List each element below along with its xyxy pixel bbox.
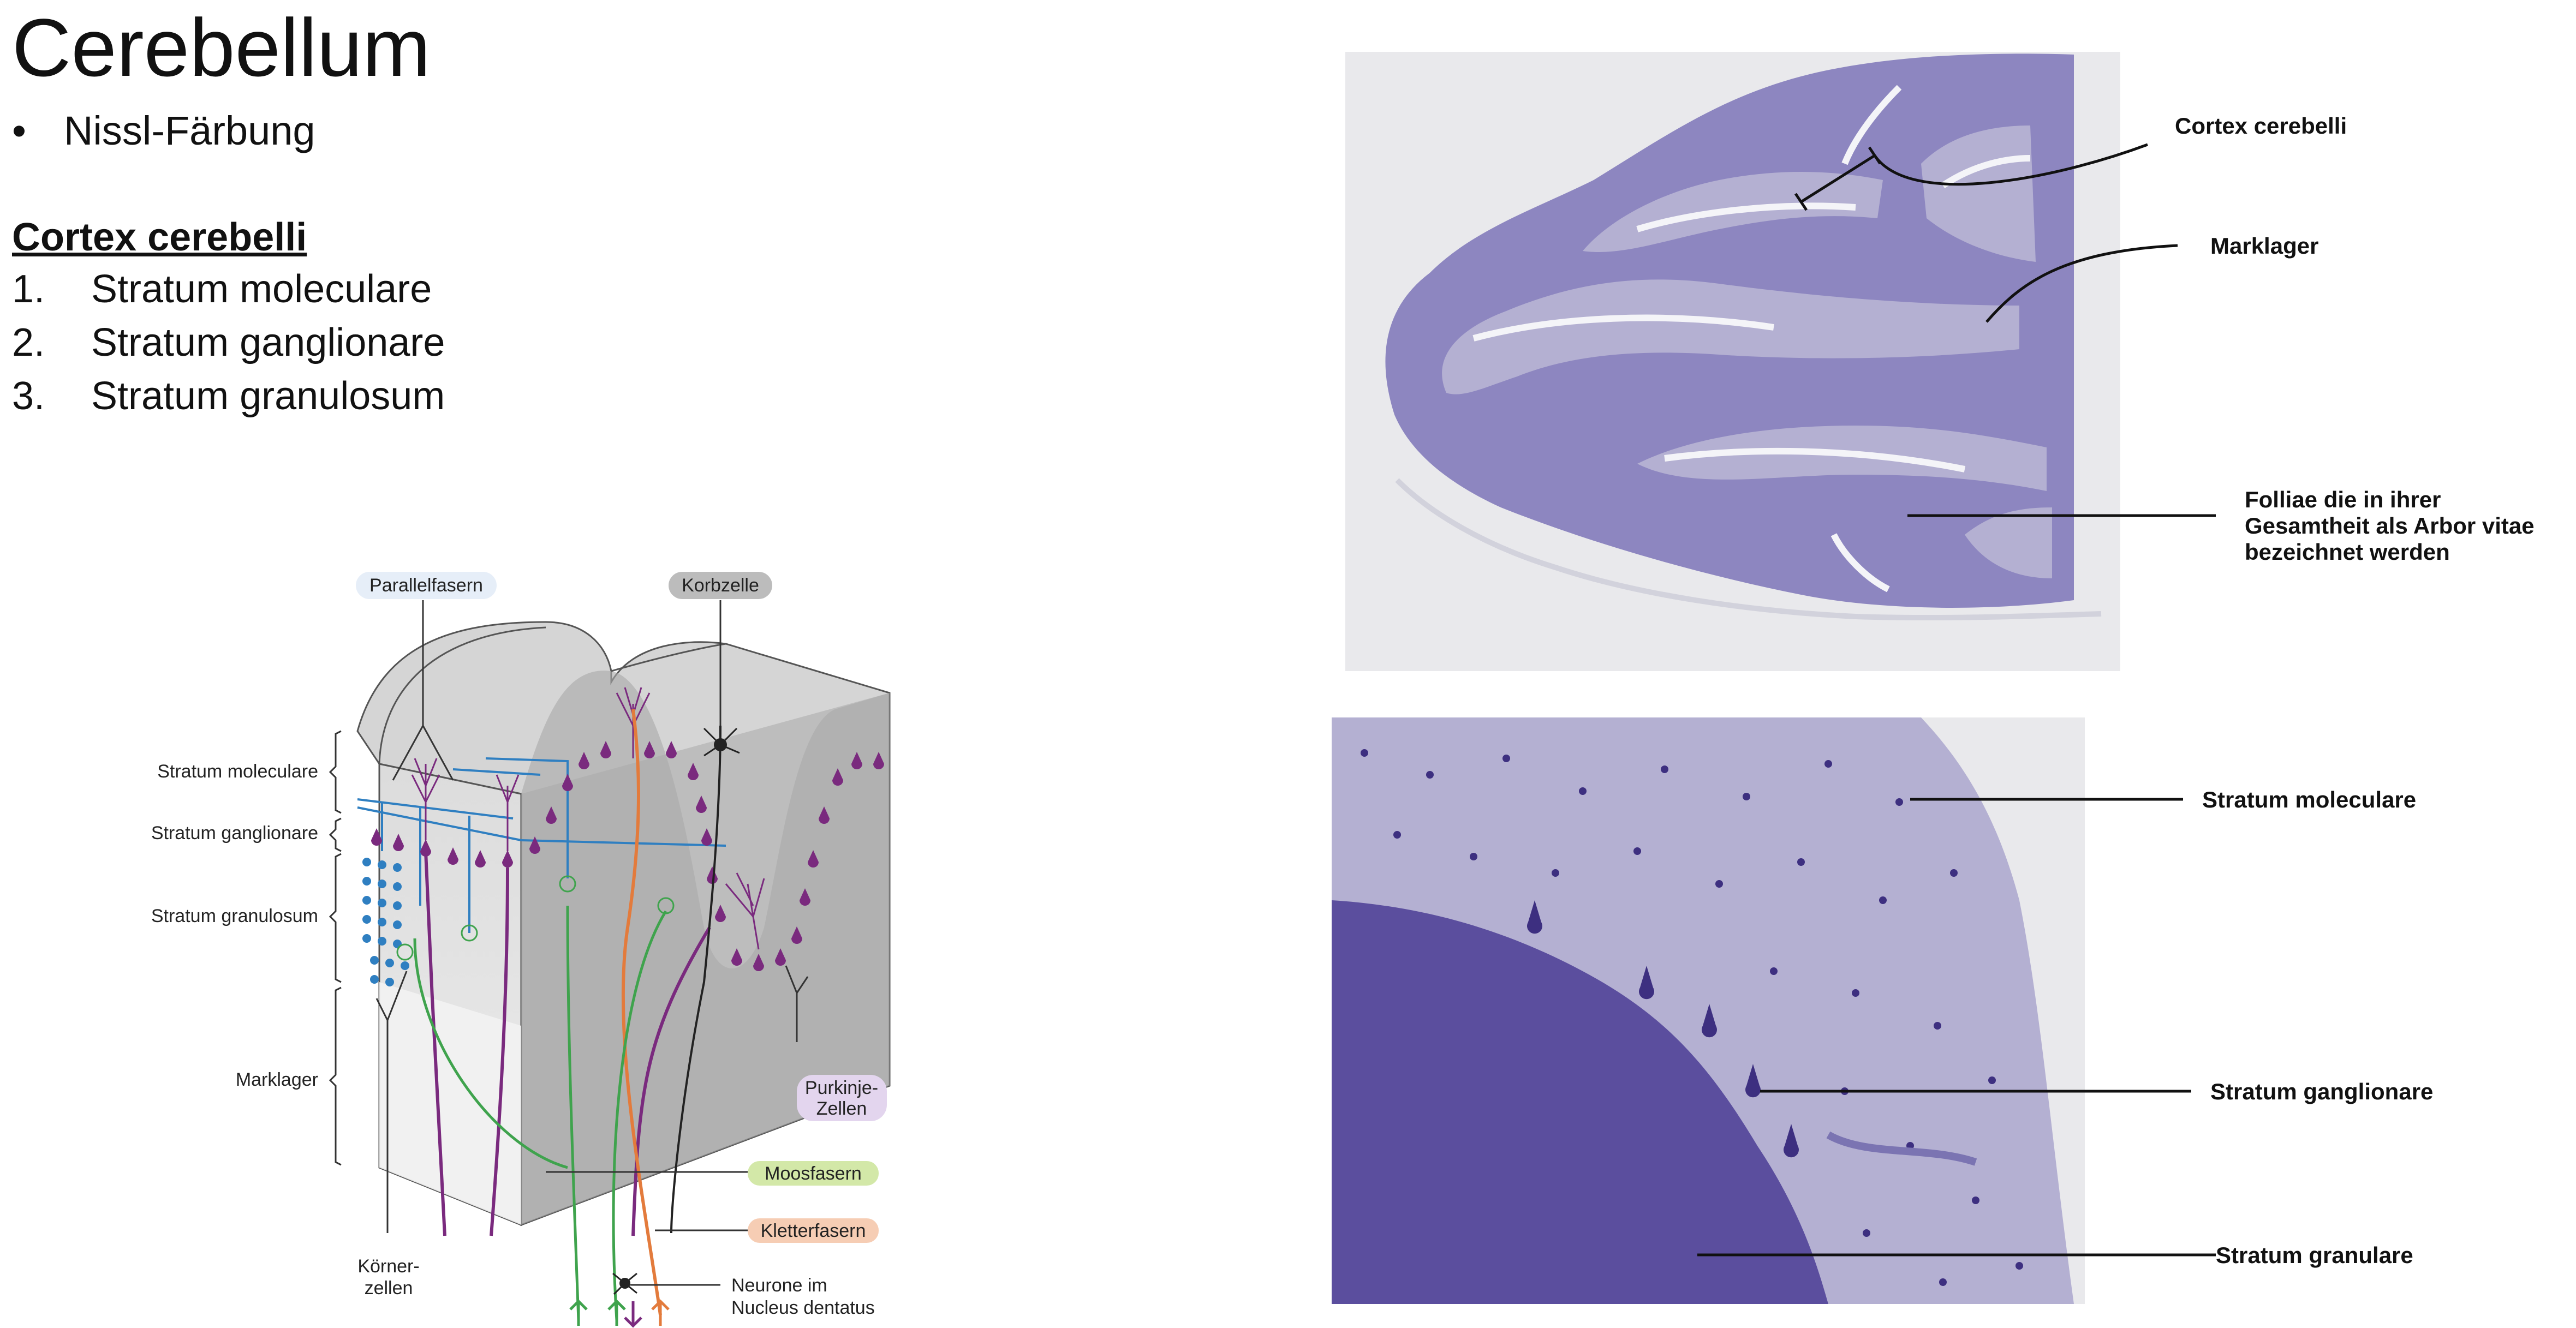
layer-number: 1.	[12, 267, 45, 311]
label-overview-marklager: Marklager	[2210, 233, 2318, 259]
label-overview-folia-line3: bezeichnet werden	[2245, 539, 2450, 565]
purkinje-axons	[424, 851, 711, 1236]
parallelfasern-badge	[356, 572, 497, 599]
label-korbzelle: Korbzelle	[682, 575, 759, 596]
bullet-text: Nissl-Färbung	[64, 108, 315, 153]
purkinje-dendrites	[411, 687, 765, 950]
label-moosfasern: Moosfasern	[765, 1163, 862, 1184]
label-stratum-ganglionare: Stratum ganglionare	[151, 823, 318, 844]
layer-list-item: 2. Stratum ganglionare	[12, 316, 445, 369]
label-neurone-line1: Neurone im	[731, 1275, 827, 1296]
layer-label: Stratum moleculare	[91, 267, 432, 311]
purkinje-cells	[371, 741, 884, 971]
label-overview-folia-line2: Gesamtheit als Arbor vitae	[2245, 513, 2535, 539]
layer-list-item: 1. Stratum moleculare	[12, 262, 432, 316]
marklager-area	[379, 982, 521, 1225]
bullet-dot: •	[12, 108, 26, 153]
label-detail-granulare: Stratum granulare	[2216, 1242, 2413, 1268]
label-overview-folia-line1: Folliae die in ihrer	[2245, 487, 2441, 512]
label-koerner-line1: Körner-	[357, 1256, 419, 1277]
overview-leader-lines	[1794, 143, 2216, 517]
basket-cell	[670, 725, 740, 1234]
label-neurone-line2: Nucleus dentatus	[731, 1297, 875, 1318]
label-kletterfasern: Kletterfasern	[761, 1221, 866, 1241]
layer-list-item: 3. Stratum granulosum	[12, 369, 445, 423]
mossy-fibers	[413, 905, 667, 1321]
label-stratum-moleculare: Stratum moleculare	[157, 761, 318, 782]
label-stratum-granulosum: Stratum granulosum	[151, 906, 318, 926]
nucleus-dentatus-neuron	[612, 1272, 637, 1295]
korbzelle-badge	[669, 572, 772, 599]
label-purkinje-line1: Purkinje-	[805, 1078, 878, 1098]
detail-leader-lines	[1697, 798, 2216, 1257]
fiber-arrows	[569, 1299, 670, 1328]
parallel-fibers	[357, 757, 726, 933]
layer-number: 3.	[12, 374, 45, 418]
label-parallelfasern: Parallelfasern	[369, 575, 483, 596]
overview-micrograph	[1345, 52, 2120, 671]
leader-lines	[375, 600, 809, 1286]
label-detail-moleculare: Stratum moleculare	[2202, 787, 2416, 812]
bullet-item: • Nissl-Färbung	[12, 104, 315, 158]
granule-cell-bodies	[396, 875, 675, 961]
label-detail-ganglionare: Stratum ganglionare	[2210, 1079, 2433, 1104]
layer-brackets	[329, 730, 342, 1166]
layer-number: 2.	[12, 321, 45, 364]
layer-label: Stratum ganglionare	[91, 321, 445, 364]
climbing-fiber	[621, 709, 662, 1315]
purkinje-badge	[797, 1075, 887, 1121]
section-heading: Cortex cerebelli	[12, 216, 307, 259]
label-marklager: Marklager	[236, 1069, 318, 1090]
label-overview-cortex: Cortex cerebelli	[2175, 113, 2347, 139]
moosfasern-badge	[748, 1161, 879, 1186]
kletterfasern-badge	[748, 1218, 879, 1243]
detail-micrograph	[1332, 717, 2085, 1304]
label-purkinje-line2: Zellen	[816, 1098, 867, 1119]
layer-label: Stratum granulosum	[91, 374, 445, 418]
label-koerner-line2: zellen	[365, 1278, 413, 1299]
slide-title: Cerebellum	[12, 2, 431, 93]
